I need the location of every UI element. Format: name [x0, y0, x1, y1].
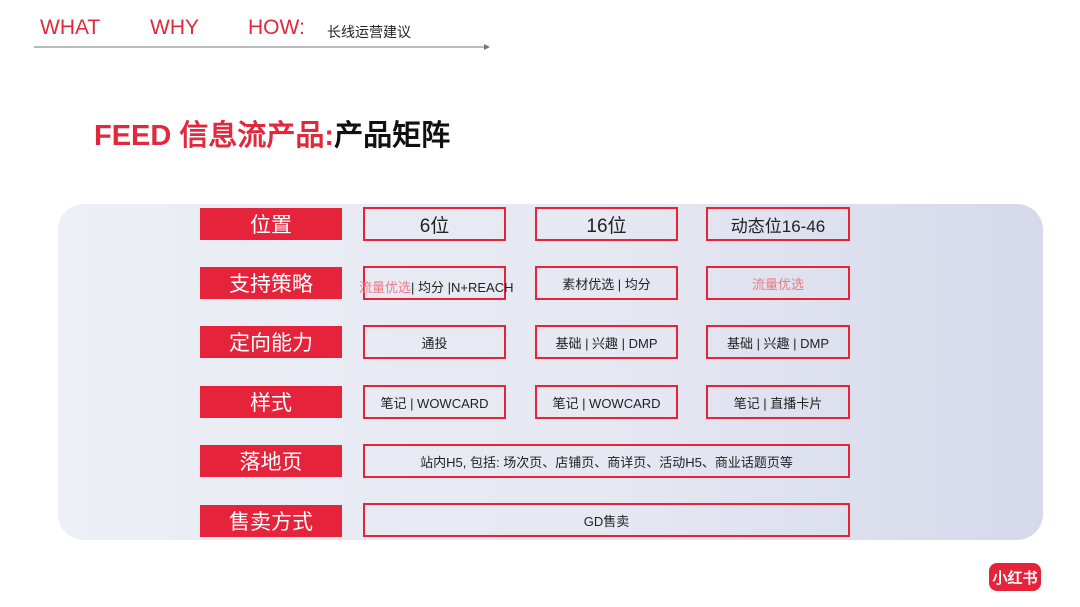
position-cell-3: 动态位16-46 — [706, 207, 850, 241]
row-label-strategy: 支持策略 — [200, 267, 342, 299]
position-cell-2: 16位 — [535, 207, 678, 241]
xiaohongshu-logo: 小红书 — [989, 563, 1041, 591]
sales-method-cell: GD售卖 — [363, 503, 850, 537]
nav-arrow-line — [34, 44, 490, 50]
page-title: FEED 信息流产品:产品矩阵 — [94, 112, 450, 154]
strategy-cell-2: 素材优选 | 均分 — [535, 266, 678, 300]
strategy-cell-3: 流量优选 — [706, 266, 850, 300]
row-label-style: 样式 — [200, 386, 342, 418]
style-cell-3: 笔记 | 直播卡片 — [706, 385, 850, 419]
page-title-main: 产品矩阵 — [334, 120, 451, 152]
strategy-cell-1-highlight: 流量优选 — [359, 280, 412, 295]
row-label-targeting: 定向能力 — [200, 326, 342, 358]
row-label-sales-method: 售卖方式 — [200, 505, 342, 537]
nav-what: WHAT — [40, 16, 101, 39]
strategy-cell-1: 流量优选| 均分 |N+REACH — [359, 266, 513, 300]
position-cell-1: 6位 — [363, 207, 506, 241]
row-label-position: 位置 — [200, 208, 342, 240]
nav-how-subtitle: 长线运营建议 — [327, 24, 411, 40]
targeting-cell-1: 通投 — [363, 325, 506, 359]
style-cell-2: 笔记 | WOWCARD — [535, 385, 678, 419]
page-title-prefix: FEED 信息流产品: — [94, 120, 335, 152]
landing-page-cell: 站内H5, 包括: 场次页、店铺页、商详页、活动H5、商业话题页等 — [363, 444, 850, 478]
targeting-cell-2: 基础 | 兴趣 | DMP — [535, 325, 678, 359]
strategy-cell-1-rest: | 均分 |N+REACH — [411, 280, 514, 295]
style-cell-1: 笔记 | WOWCARD — [363, 385, 506, 419]
row-label-landing-page: 落地页 — [200, 445, 342, 477]
targeting-cell-3: 基础 | 兴趣 | DMP — [706, 325, 850, 359]
nav-why: WHY — [150, 16, 199, 39]
product-matrix-panel — [58, 204, 1043, 540]
nav-how: HOW: — [248, 16, 305, 39]
